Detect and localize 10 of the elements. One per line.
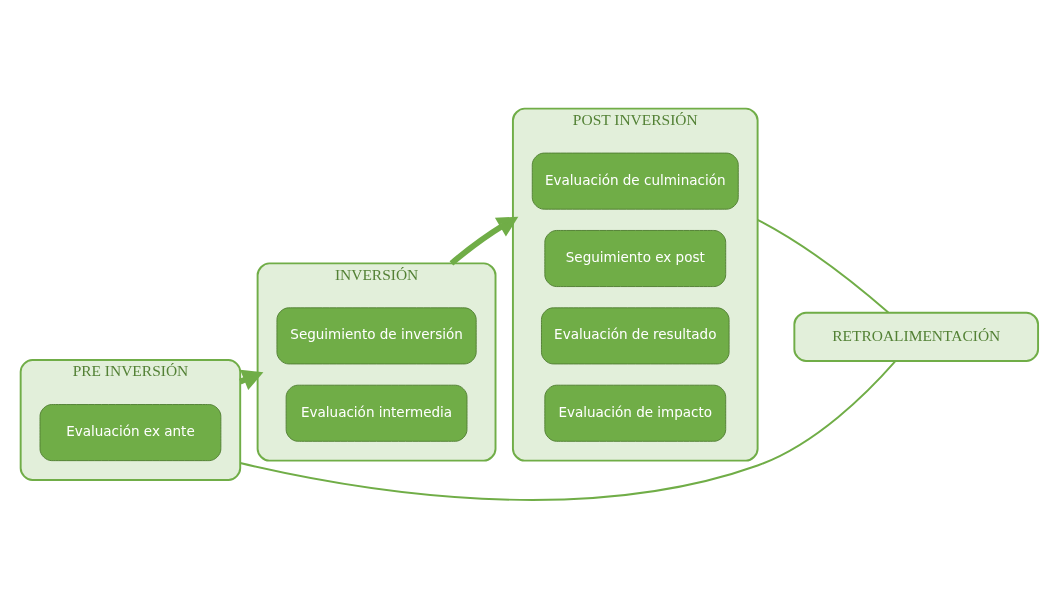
arrow	[449, 216, 519, 266]
node-box: Evaluación ex ante	[39, 404, 222, 462]
node-box: RETROALIMENTACIÓN	[793, 311, 1040, 362]
node-box: Evaluación intermedia	[285, 384, 468, 442]
node-box: Seguimiento ex post	[544, 229, 727, 288]
node-box: Evaluación de impacto	[544, 384, 727, 442]
node-box: Evaluación de resultado	[540, 307, 730, 365]
node-box: Seguimiento de inversión	[276, 307, 477, 365]
node-box: Evaluación de culminación	[531, 152, 739, 210]
connector	[756, 218, 890, 314]
